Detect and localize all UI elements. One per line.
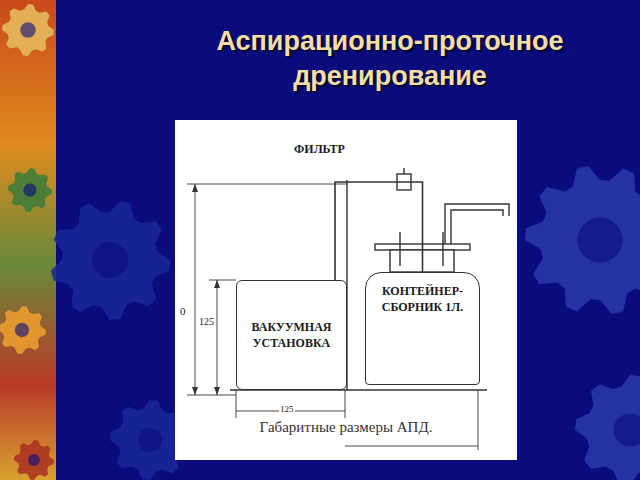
dimension-arrow (214, 387, 220, 395)
filter-symbol (403, 168, 404, 174)
extension-line (478, 390, 479, 450)
part-label: ФИЛЬТР (293, 142, 346, 157)
gear-hole (28, 454, 40, 466)
lid-pin (399, 232, 400, 266)
node-text: КОНТЕЙНЕР- СБОРНИК 1Л. (370, 283, 475, 315)
gear-hole (92, 242, 128, 278)
gear-shape (575, 375, 640, 480)
dimension-line (195, 184, 196, 395)
dimension-arrow (192, 184, 198, 192)
gear-shape (525, 166, 640, 314)
gear-hole (15, 323, 29, 337)
dimension-arrow (214, 280, 220, 288)
dimension-label: 125 (198, 316, 215, 327)
gear-shape (2, 4, 54, 56)
dimension-line (217, 280, 218, 395)
gear-shape (0, 306, 46, 354)
figure-caption: Габаритные размеры АПД. (175, 419, 517, 436)
figure-panel: Габаритные размеры АПД. ФИЛЬТР 0 125 125 ВАК… (175, 120, 517, 460)
title-text: Аспирационно-проточное дренирование (216, 26, 563, 91)
dimension-line (345, 446, 478, 447)
extension-line (345, 390, 346, 418)
extension-line (187, 184, 347, 185)
gear-shape (14, 440, 54, 480)
extension-line (187, 395, 236, 396)
gear-hole (138, 428, 162, 452)
extension-line (209, 280, 236, 281)
node-text: ВАКУУМНАЯ УСТАНОВКА (241, 319, 342, 351)
outlet-tube (451, 210, 503, 244)
tube-connector (335, 182, 423, 280)
outlet-tube (445, 204, 509, 244)
dimension-arrow (192, 387, 198, 395)
extension-line (236, 390, 237, 418)
slide-title: Аспирационно-проточное дренирование (165, 24, 615, 94)
dimension-label: 125 (279, 404, 295, 414)
gear-hole (578, 218, 623, 263)
decor-strip (0, 0, 56, 480)
vacuum-unit-box: ВАКУУМНАЯ УСТАНОВКА (236, 280, 347, 390)
collector-container: КОНТЕЙНЕР- СБОРНИК 1Л. (365, 272, 480, 385)
dimension-label: 0 (179, 305, 187, 317)
gear-hole (614, 414, 640, 447)
gear-hole (23, 183, 36, 196)
gear-shape (8, 168, 52, 212)
gear-shape (51, 201, 170, 320)
lid-pin (442, 232, 443, 266)
caption-text: Габаритные размеры АПД. (260, 419, 433, 435)
gear-hole (20, 22, 36, 38)
gear-decor (0, 4, 640, 480)
